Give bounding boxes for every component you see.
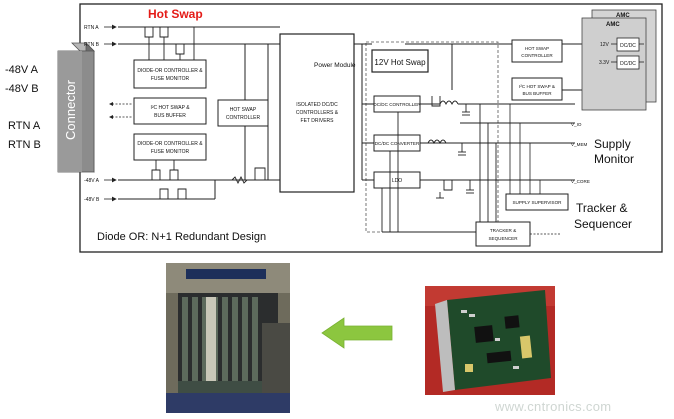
block-hot-swap-controller-right: HOT SWAP CONTROLLER [511,39,563,63]
diagram-frame [79,3,663,253]
voltage-label-vio: V_IO [571,122,582,127]
rail-label-rtn-b: RTN B [84,42,100,48]
block-label: FUSE MONITOR [151,149,190,155]
connector-block: Connector [57,42,95,173]
rail-label-rtn-a: RTN A [84,25,99,31]
block-label: ISOLATED DC/DC [296,102,338,108]
block-label: FUSE MONITOR [151,76,190,82]
block-label: 12V Hot Swap [374,58,426,67]
chassis-photo [166,263,290,413]
block-dcdc-converter: DC/DC CONVERTER [373,134,421,152]
watermark: www.cntronics.com [495,399,612,414]
block-label: SEQUENCER [488,236,518,241]
block-label: CONTROLLER [521,53,553,58]
amc-dcdc-1: DC/DC [620,43,636,49]
block-i2c-buffer-right: I²C HOT SWAP & BUS BUFFER [511,77,563,101]
block-label: I²C HOT SWAP & [519,84,555,89]
block-diode-or-top: DIODE-OR CONTROLLER & FUSE MONITOR [133,59,207,89]
block-label: FET DRIVERS [301,118,335,124]
block-label: SUPPLY SUPERVISOR [512,200,562,205]
supervisor-links [509,104,560,235]
block-label: DIODE-OR CONTROLLER & [137,68,203,74]
block-label: DC/DC CONTROLLER [373,102,421,107]
power-module-label: Power Module [314,62,356,69]
block-label: BUS BUFFER [522,91,552,96]
block-diode-or-bottom: DIODE-OR CONTROLLER & FUSE MONITOR [133,133,207,161]
block-supply-supervisor: SUPPLY SUPERVISOR [505,193,569,211]
voltage-label-vcore: V_CORE [571,179,590,184]
voltage-label-vmem: V_MEM [571,142,588,147]
block-label: CONTROLLER [226,115,261,121]
diagram-caption: Diode OR: N+1 Redundant Design [97,231,266,243]
switching-components [381,96,575,233]
block-label: CONTROLLERS & [296,110,339,116]
block-label: TRACKER & [490,228,516,233]
block-label: HOT SWAP [525,46,549,51]
block-i2c-buffer-left: I²C HOT SWAP & BUS BUFFER [133,97,207,125]
tracker-sequencer-line-1: Tracker & [576,201,628,215]
block-label: LDO [392,178,402,184]
mosfet-group-bottom [151,160,266,199]
block-label: BUS BUFFER [154,113,186,119]
rail-arrows [104,24,117,202]
mosfet-group-top [144,27,195,60]
amc-rail-12v: 12V [600,42,610,48]
tracker-sequencer-line-2: Sequencer [574,217,632,231]
pin-label-neg48b: -48V B [5,83,39,95]
amc-label-back: AMC [616,13,630,19]
hot-swap-heading: Hot Swap [148,7,203,21]
block-hot-swap-controller-left: HOT SWAP CONTROLLER [217,99,269,127]
amc-card-photo [425,286,555,395]
block-ldo: LDO [373,171,421,189]
rail-label-neg48-b: -48V B [84,197,100,203]
pin-label-rtna: RTN A [8,120,41,132]
supply-monitor-line-1: Supply [594,137,631,151]
block-isolated-dcdc: ISOLATED DC/DC CONTROLLERS & FET DRIVERS [279,33,355,193]
pin-label-neg48a: -48V A [5,64,39,76]
block-label: I²C HOT SWAP & [150,105,190,111]
block-label: DIODE-OR CONTROLLER & [137,141,203,147]
bus-arrowheads-left [109,102,113,119]
supply-monitor-line-2: Monitor [594,152,634,166]
connector-title: Connector [63,79,78,140]
block-dcdc-controller: DC/DC CONTROLLER [373,95,421,113]
rail-label-neg48-a: -48V A [84,178,100,184]
block-tracker-sequencer: TRACKER & SEQUENCER [475,221,531,247]
left-arrow [321,317,393,349]
amc-rail-33v: 3.3V [599,60,610,66]
pin-label-rtnb: RTN B [8,139,41,151]
block-label: HOT SWAP [230,107,257,113]
amc-label-front: AMC [606,22,620,28]
amc-dcdc-2: DC/DC [620,61,636,67]
block-label: DC/DC CONVERTER [375,141,420,146]
block-12v-hot-swap: 12V Hot Swap [371,49,429,73]
amc-cards: AMC AMC 12V 3.3V DC/DC DC/DC [581,9,657,111]
